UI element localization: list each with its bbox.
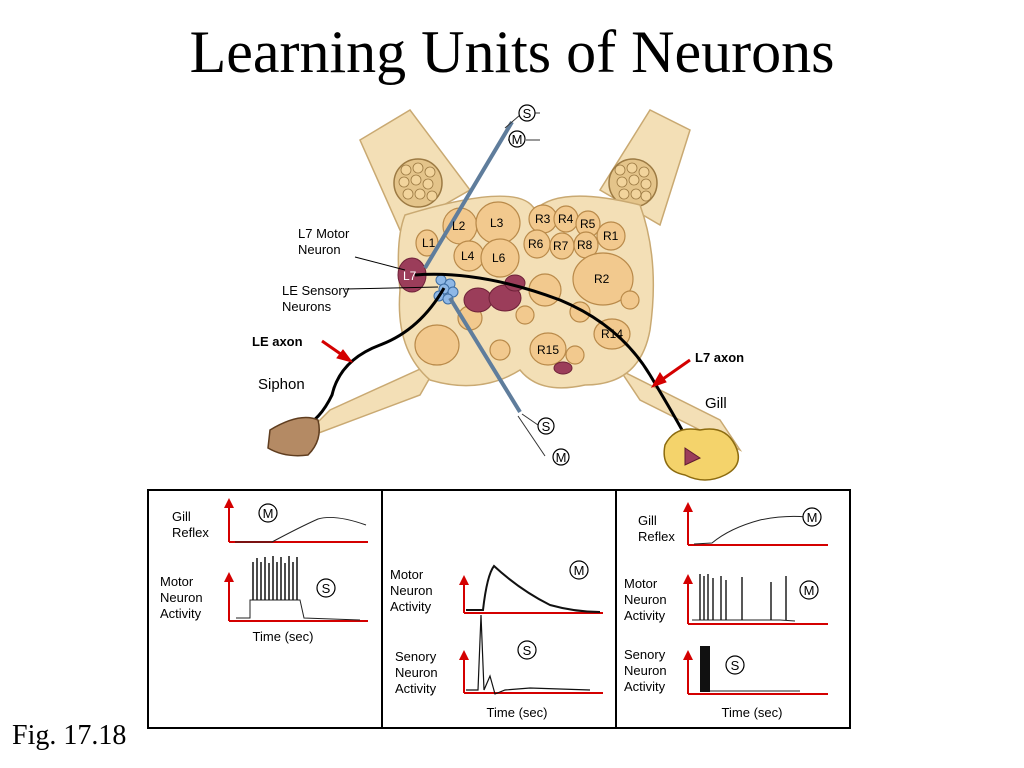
upper-electrode-s-icon bbox=[518, 104, 536, 122]
spike-train bbox=[699, 574, 787, 620]
ganglion-illustration: S M S M bbox=[252, 104, 744, 481]
cell-label: L4 bbox=[461, 249, 475, 263]
svg-text:M: M bbox=[574, 563, 585, 578]
cell-label: L2 bbox=[452, 219, 466, 233]
svg-text:S: S bbox=[542, 419, 551, 434]
svg-text:S: S bbox=[523, 643, 532, 658]
spike-burst bbox=[700, 646, 710, 692]
svg-text:M: M bbox=[263, 506, 274, 521]
cell-label: R1 bbox=[603, 229, 619, 243]
l7-motor-neuron-label: L7 Motor bbox=[298, 226, 350, 241]
cell-label: L7 bbox=[403, 269, 417, 283]
slide-title: Learning Units of Neurons bbox=[189, 19, 835, 85]
svg-text:M: M bbox=[556, 450, 567, 465]
m-icon bbox=[802, 507, 822, 527]
upper-electrode-m-icon bbox=[508, 130, 526, 148]
time-axis-label: Time (sec) bbox=[487, 705, 548, 720]
le-axon-label: LE axon bbox=[252, 334, 303, 349]
trace-label: Reflex bbox=[638, 529, 675, 544]
trace-label: Neuron bbox=[624, 663, 667, 678]
trace-label: Senory bbox=[395, 649, 437, 664]
l7-axon-path bbox=[414, 272, 692, 446]
cell-label: R4 bbox=[558, 212, 574, 226]
trace-label: Activity bbox=[624, 679, 666, 694]
m-icon bbox=[569, 560, 589, 580]
m-icon bbox=[258, 503, 278, 523]
cell-label: R2 bbox=[594, 272, 610, 286]
trace-label: Motor bbox=[624, 576, 658, 591]
trace-label: Activity bbox=[160, 606, 202, 621]
cell-label: R7 bbox=[553, 239, 569, 253]
panel-2: Motor Neuron Activity M Senory Neuron Ac… bbox=[390, 560, 603, 720]
trace-label: Motor bbox=[390, 567, 424, 582]
trace-label: Gill bbox=[638, 513, 657, 528]
panel-3: Gill Reflex M Motor Neuron Activity bbox=[624, 502, 828, 720]
gill-shape bbox=[663, 428, 740, 481]
m-icon bbox=[799, 580, 819, 600]
cell-label: R3 bbox=[535, 212, 551, 226]
svg-text:S: S bbox=[322, 581, 331, 596]
recording-panels: Gill Reflex M Motor Neuron Activity bbox=[147, 489, 851, 729]
svg-text:S: S bbox=[731, 658, 740, 673]
siphon-label: Siphon bbox=[258, 376, 305, 393]
panel-1: Gill Reflex M Motor Neuron Activity bbox=[160, 498, 368, 644]
l7-axon-label: L7 axon bbox=[695, 350, 744, 365]
le-sensory-neurons-label: LE Sensory bbox=[282, 283, 350, 298]
le-sensory-neurons-label: Neurons bbox=[282, 299, 332, 314]
time-axis-label: Time (sec) bbox=[253, 629, 314, 644]
s-icon bbox=[725, 655, 745, 675]
trace-label: Reflex bbox=[172, 525, 209, 540]
lower-electrode: S M bbox=[448, 296, 570, 466]
l7-motor-neuron-label: Neuron bbox=[298, 242, 341, 257]
svg-text:M: M bbox=[804, 583, 815, 598]
s-icon bbox=[517, 640, 537, 660]
siphon-shape bbox=[267, 416, 320, 457]
trace-label: Neuron bbox=[624, 592, 667, 607]
cell-label: R15 bbox=[537, 343, 559, 357]
upper-electrode: S M bbox=[423, 104, 540, 270]
trace-label: Neuron bbox=[390, 583, 433, 598]
cell-label: L6 bbox=[492, 251, 506, 265]
trace-label: Senory bbox=[624, 647, 666, 662]
cell-label: R6 bbox=[528, 237, 544, 251]
svg-text:M: M bbox=[512, 132, 523, 147]
lower-electrode-m-icon bbox=[552, 448, 570, 466]
svg-text:M: M bbox=[807, 510, 818, 525]
trace-label: Motor bbox=[160, 574, 194, 589]
gill-label: Gill bbox=[705, 395, 727, 412]
time-axis-label: Time (sec) bbox=[722, 705, 783, 720]
trace-label: Neuron bbox=[395, 665, 438, 680]
cell-label: R5 bbox=[580, 217, 596, 231]
trace-label: Gill bbox=[172, 509, 191, 524]
cell-label: R8 bbox=[577, 238, 593, 252]
cell-label: L1 bbox=[422, 236, 436, 250]
svg-text:S: S bbox=[523, 106, 532, 121]
le-axon-path bbox=[301, 287, 446, 430]
trace-label: Activity bbox=[624, 608, 666, 623]
trace-label: Neuron bbox=[160, 590, 203, 605]
lower-electrode-s-icon bbox=[537, 417, 555, 435]
s-icon bbox=[316, 578, 336, 598]
trace-label: Activity bbox=[390, 599, 432, 614]
cell-label: R14 bbox=[601, 327, 623, 341]
figure-caption: Fig. 17.18 bbox=[12, 720, 127, 751]
spike-train bbox=[252, 556, 298, 600]
cell-label: L3 bbox=[490, 216, 504, 230]
trace-label: Activity bbox=[395, 681, 437, 696]
